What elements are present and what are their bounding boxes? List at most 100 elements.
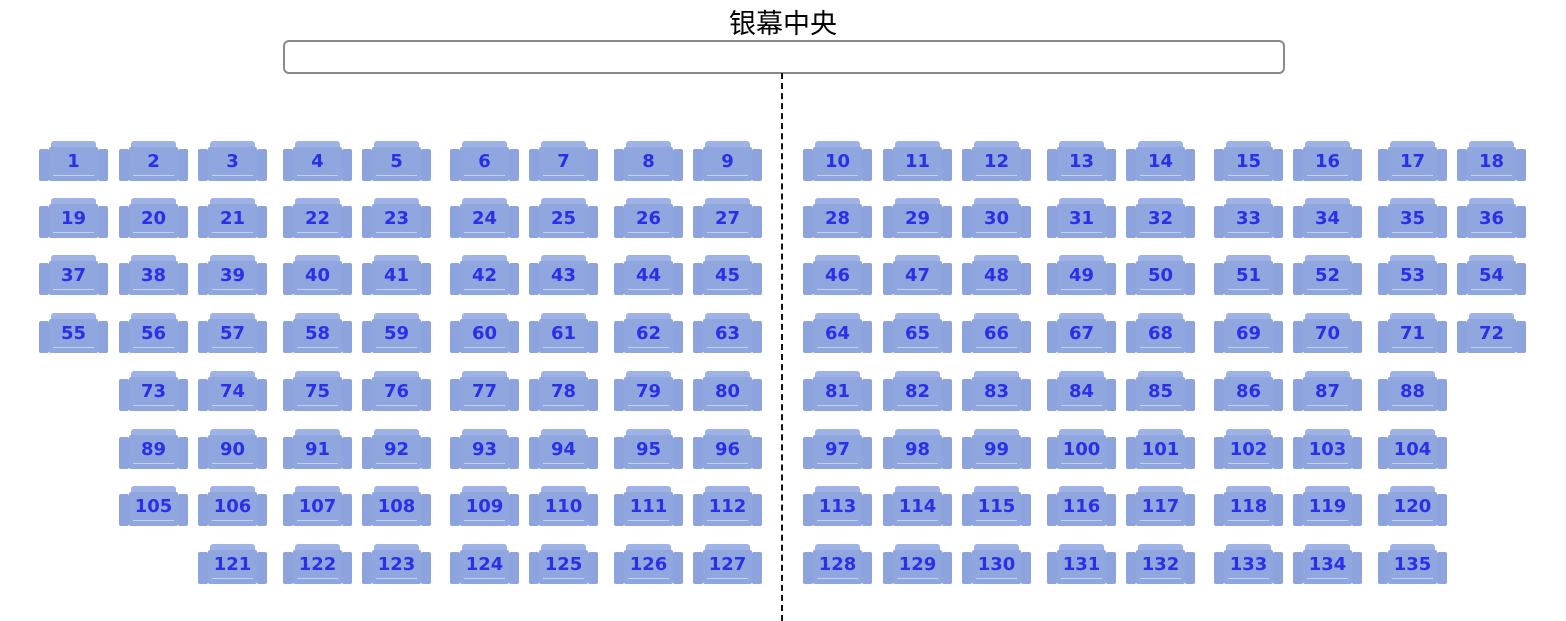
seat-67[interactable]: 67 — [1047, 313, 1116, 353]
seat-56[interactable]: 56 — [119, 313, 188, 353]
seat-107[interactable]: 107 — [283, 486, 352, 526]
seat-125[interactable]: 125 — [529, 544, 598, 584]
seat-118[interactable]: 118 — [1214, 486, 1283, 526]
seat-14[interactable]: 14 — [1126, 141, 1195, 181]
seat-79[interactable]: 79 — [614, 371, 683, 411]
seat-32[interactable]: 32 — [1126, 198, 1195, 238]
seat-11[interactable]: 11 — [883, 141, 952, 181]
seat-98[interactable]: 98 — [883, 429, 952, 469]
seat-19[interactable]: 19 — [39, 198, 108, 238]
seat-74[interactable]: 74 — [198, 371, 267, 411]
seat-104[interactable]: 104 — [1378, 429, 1447, 469]
seat-88[interactable]: 88 — [1378, 371, 1447, 411]
seat-110[interactable]: 110 — [529, 486, 598, 526]
seat-35[interactable]: 35 — [1378, 198, 1447, 238]
seat-52[interactable]: 52 — [1293, 255, 1362, 295]
seat-108[interactable]: 108 — [362, 486, 431, 526]
seat-92[interactable]: 92 — [362, 429, 431, 469]
seat-39[interactable]: 39 — [198, 255, 267, 295]
seat-123[interactable]: 123 — [362, 544, 431, 584]
seat-93[interactable]: 93 — [450, 429, 519, 469]
seat-117[interactable]: 117 — [1126, 486, 1195, 526]
seat-128[interactable]: 128 — [803, 544, 872, 584]
seat-72[interactable]: 72 — [1457, 313, 1526, 353]
seat-115[interactable]: 115 — [962, 486, 1031, 526]
seat-70[interactable]: 70 — [1293, 313, 1362, 353]
seat-50[interactable]: 50 — [1126, 255, 1195, 295]
seat-12[interactable]: 12 — [962, 141, 1031, 181]
seat-26[interactable]: 26 — [614, 198, 683, 238]
seat-42[interactable]: 42 — [450, 255, 519, 295]
seat-102[interactable]: 102 — [1214, 429, 1283, 469]
seat-2[interactable]: 2 — [119, 141, 188, 181]
seat-78[interactable]: 78 — [529, 371, 598, 411]
seat-83[interactable]: 83 — [962, 371, 1031, 411]
seat-116[interactable]: 116 — [1047, 486, 1116, 526]
seat-53[interactable]: 53 — [1378, 255, 1447, 295]
seat-60[interactable]: 60 — [450, 313, 519, 353]
seat-106[interactable]: 106 — [198, 486, 267, 526]
seat-112[interactable]: 112 — [693, 486, 762, 526]
seat-18[interactable]: 18 — [1457, 141, 1526, 181]
seat-97[interactable]: 97 — [803, 429, 872, 469]
seat-28[interactable]: 28 — [803, 198, 872, 238]
seat-105[interactable]: 105 — [119, 486, 188, 526]
seat-119[interactable]: 119 — [1293, 486, 1362, 526]
seat-64[interactable]: 64 — [803, 313, 872, 353]
seat-13[interactable]: 13 — [1047, 141, 1116, 181]
seat-9[interactable]: 9 — [693, 141, 762, 181]
seat-41[interactable]: 41 — [362, 255, 431, 295]
seat-1[interactable]: 1 — [39, 141, 108, 181]
seat-95[interactable]: 95 — [614, 429, 683, 469]
seat-59[interactable]: 59 — [362, 313, 431, 353]
seat-129[interactable]: 129 — [883, 544, 952, 584]
seat-127[interactable]: 127 — [693, 544, 762, 584]
seat-45[interactable]: 45 — [693, 255, 762, 295]
seat-113[interactable]: 113 — [803, 486, 872, 526]
seat-55[interactable]: 55 — [39, 313, 108, 353]
seat-48[interactable]: 48 — [962, 255, 1031, 295]
seat-134[interactable]: 134 — [1293, 544, 1362, 584]
seat-15[interactable]: 15 — [1214, 141, 1283, 181]
seat-80[interactable]: 80 — [693, 371, 762, 411]
seat-76[interactable]: 76 — [362, 371, 431, 411]
seat-3[interactable]: 3 — [198, 141, 267, 181]
seat-51[interactable]: 51 — [1214, 255, 1283, 295]
seat-33[interactable]: 33 — [1214, 198, 1283, 238]
seat-10[interactable]: 10 — [803, 141, 872, 181]
seat-114[interactable]: 114 — [883, 486, 952, 526]
seat-132[interactable]: 132 — [1126, 544, 1195, 584]
seat-66[interactable]: 66 — [962, 313, 1031, 353]
seat-69[interactable]: 69 — [1214, 313, 1283, 353]
seat-120[interactable]: 120 — [1378, 486, 1447, 526]
seat-75[interactable]: 75 — [283, 371, 352, 411]
seat-85[interactable]: 85 — [1126, 371, 1195, 411]
seat-121[interactable]: 121 — [198, 544, 267, 584]
seat-49[interactable]: 49 — [1047, 255, 1116, 295]
seat-89[interactable]: 89 — [119, 429, 188, 469]
seat-54[interactable]: 54 — [1457, 255, 1526, 295]
seat-77[interactable]: 77 — [450, 371, 519, 411]
seat-24[interactable]: 24 — [450, 198, 519, 238]
seat-47[interactable]: 47 — [883, 255, 952, 295]
seat-81[interactable]: 81 — [803, 371, 872, 411]
seat-23[interactable]: 23 — [362, 198, 431, 238]
seat-86[interactable]: 86 — [1214, 371, 1283, 411]
seat-96[interactable]: 96 — [693, 429, 762, 469]
seat-17[interactable]: 17 — [1378, 141, 1447, 181]
seat-73[interactable]: 73 — [119, 371, 188, 411]
seat-31[interactable]: 31 — [1047, 198, 1116, 238]
seat-5[interactable]: 5 — [362, 141, 431, 181]
seat-46[interactable]: 46 — [803, 255, 872, 295]
seat-100[interactable]: 100 — [1047, 429, 1116, 469]
seat-103[interactable]: 103 — [1293, 429, 1362, 469]
seat-68[interactable]: 68 — [1126, 313, 1195, 353]
seat-38[interactable]: 38 — [119, 255, 188, 295]
seat-29[interactable]: 29 — [883, 198, 952, 238]
seat-111[interactable]: 111 — [614, 486, 683, 526]
seat-25[interactable]: 25 — [529, 198, 598, 238]
seat-94[interactable]: 94 — [529, 429, 598, 469]
seat-84[interactable]: 84 — [1047, 371, 1116, 411]
seat-62[interactable]: 62 — [614, 313, 683, 353]
seat-126[interactable]: 126 — [614, 544, 683, 584]
